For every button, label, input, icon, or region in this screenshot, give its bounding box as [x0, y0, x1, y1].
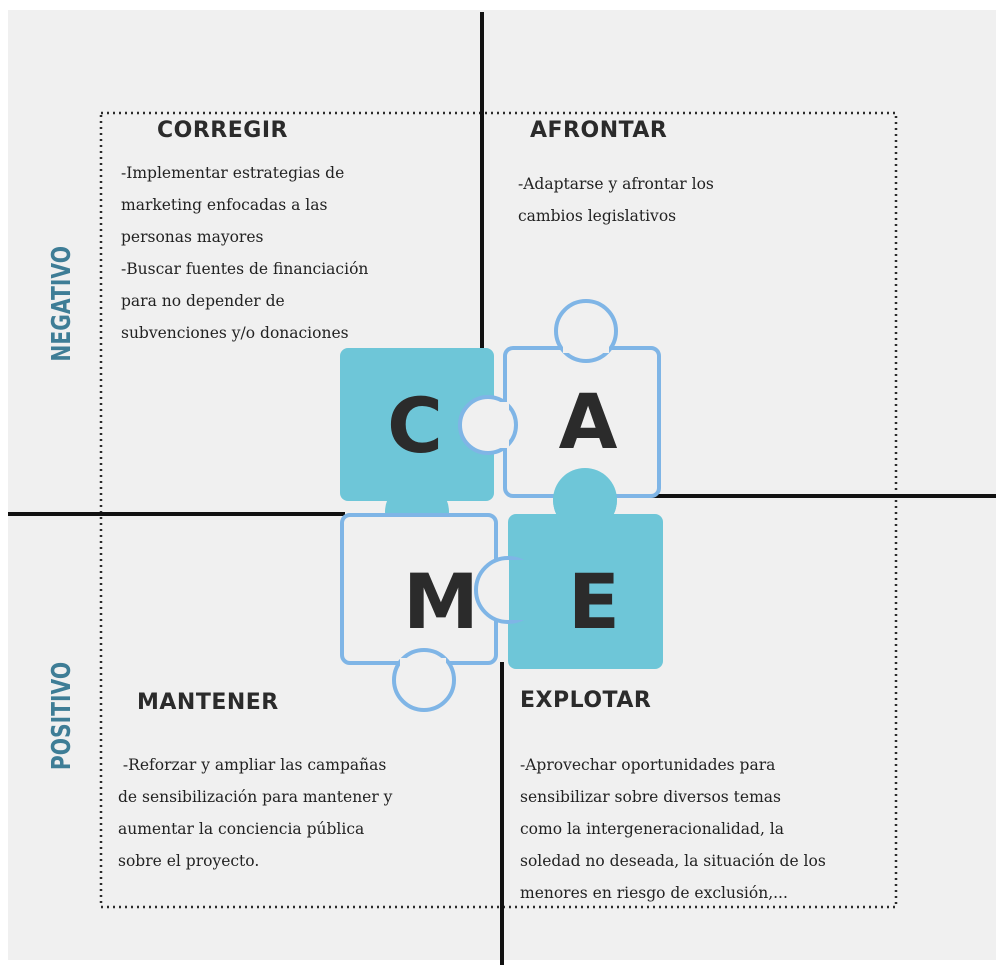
dotted-frame [99, 111, 898, 909]
quadrant-body-mantener: -Reforzar y ampliar las campañas de sens… [118, 756, 393, 870]
negative-axis-label: NEGATIVO [47, 246, 77, 362]
letter-a: A [558, 377, 618, 466]
letter-m: M [403, 557, 479, 646]
quadrant-body-corregir: -Implementar estrategias de marketing en… [121, 164, 369, 342]
quadrant-body-afrontar: -Adaptarse y afrontar los cambios legisl… [518, 175, 714, 225]
puzzle-piece-m [340, 513, 498, 712]
quadrant-title-corregir: CORREGIR [157, 118, 288, 143]
letter-c: C [387, 381, 443, 470]
quadrant-title-afrontar: AFRONTAR [530, 118, 668, 143]
letter-e: E [568, 557, 620, 646]
quadrant-body-explotar: -Aprovechar oportunidades para sensibili… [520, 756, 826, 902]
puzzle-piece-a [458, 299, 661, 532]
quadrant-title-mantener: MANTENER [137, 690, 279, 715]
positive-axis-label: POSITIVO [47, 661, 77, 771]
quadrant-title-explotar: EXPLOTAR [520, 688, 652, 713]
